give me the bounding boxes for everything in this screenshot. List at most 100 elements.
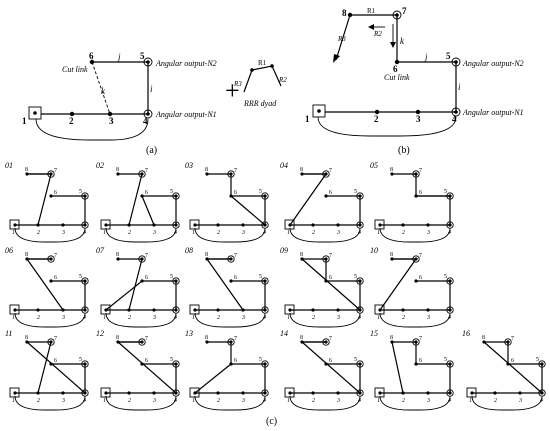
node-1-dot — [104, 223, 108, 227]
node-7-ring — [322, 170, 330, 178]
node-8-label: 8 — [25, 167, 28, 173]
cut-link-label: Cut link — [62, 65, 88, 74]
dyad-link-b — [26, 341, 86, 394]
node-1-label: 1 — [103, 315, 106, 321]
node-2-label: 2 — [494, 398, 497, 404]
node-5-ring — [356, 360, 364, 368]
variant-id-label: 06 — [5, 246, 13, 255]
node-3-label: 3 — [336, 230, 340, 236]
node-1-label: 1 — [287, 315, 290, 321]
output-n2b-label: Angular output-N2 — [462, 59, 524, 68]
node-6-dot — [140, 194, 144, 198]
node-7-label: 7 — [419, 336, 422, 342]
node-1-dot — [33, 111, 37, 115]
r2-arrow-head-icon — [368, 24, 374, 30]
node-2-dot — [127, 391, 131, 395]
node-4-label: 4 — [263, 229, 266, 236]
node-4-ring — [81, 221, 89, 229]
node-7-ring — [47, 255, 55, 263]
node-1-label: 1 — [287, 398, 290, 404]
node-8-label: 8 — [300, 252, 303, 258]
ground-square-icon — [466, 387, 477, 398]
node-4-dot — [146, 112, 150, 116]
node-5-dot — [174, 362, 178, 366]
node-2-dot — [493, 391, 497, 395]
node-6-dot — [229, 279, 233, 283]
node-6-label: 6 — [234, 190, 237, 196]
node-4-label: 4 — [263, 397, 266, 404]
node-3-dot — [426, 223, 430, 227]
node-5-ring — [538, 360, 546, 368]
node-4-ring — [538, 389, 546, 397]
node-6-label: 6 — [54, 275, 57, 281]
node-1-dot — [378, 391, 382, 395]
r3-arrow-head-icon — [333, 54, 340, 63]
node-2-label: 2 — [402, 315, 405, 321]
ground-square-icon — [284, 387, 295, 398]
node-4-ring — [446, 306, 454, 314]
node-3-dot — [107, 111, 113, 117]
node-1-label: 1 — [12, 315, 15, 321]
node-6-dot — [506, 362, 510, 366]
node-4-dot — [174, 223, 178, 227]
panel-b: 1 2 3 4 5 6 7 8 R1 R2 R3 k j i Cut link … — [305, 6, 524, 156]
node-6-label: 6 — [89, 51, 94, 61]
node-5b-label: 5 — [446, 51, 451, 61]
node-7-ring — [412, 255, 420, 263]
node-8-label: 8 — [300, 335, 303, 341]
variant-id-label: 01 — [5, 161, 13, 170]
dyad-r2-label: R2 — [278, 76, 287, 84]
node-8-label: 8 — [300, 167, 303, 173]
node-1b-dot — [317, 109, 321, 113]
node-3-label: 3 — [336, 315, 340, 321]
node-5-label: 5 — [79, 274, 82, 280]
node-1-dot — [470, 391, 474, 395]
node-5-dot — [263, 362, 267, 366]
dyad-r3-label: R3 — [233, 80, 242, 88]
node-5-dot — [174, 279, 178, 283]
node-4-ring — [81, 389, 89, 397]
node-3-dot — [61, 391, 65, 395]
ground-square-icon — [9, 219, 20, 230]
node-4b-ring — [451, 107, 461, 117]
node-2-dot — [69, 111, 75, 117]
node-7-ring — [504, 338, 512, 346]
node-5-dot — [83, 362, 87, 366]
ground-square-icon — [100, 304, 111, 315]
node-8-dot — [205, 340, 209, 344]
node-3-label: 3 — [518, 398, 522, 404]
node-7-ring — [47, 338, 55, 346]
ground-square-icon — [374, 304, 385, 315]
node-4-ring — [261, 389, 269, 397]
node-8-dot — [300, 172, 304, 176]
node-7-dot — [49, 340, 53, 344]
node-7-ring — [227, 338, 235, 346]
node-4-dot — [358, 308, 362, 312]
node-6-label: 6 — [54, 358, 57, 364]
node-1-label: 1 — [469, 398, 472, 404]
node-5-label: 5 — [79, 357, 82, 363]
node-5-dot — [448, 279, 452, 283]
node-1-dot — [288, 223, 292, 227]
node-2-label: 2 — [402, 398, 405, 404]
node-4-dot — [448, 308, 452, 312]
node-5-label: 5 — [170, 189, 173, 195]
node-7-label: 7 — [54, 253, 57, 259]
node-5-label: 5 — [170, 357, 173, 363]
node-7-dot — [229, 257, 233, 261]
node-8-label: 8 — [116, 252, 119, 258]
node-7b-ring — [392, 10, 402, 20]
dyad-link-b — [206, 258, 244, 311]
node-5-dot — [263, 279, 267, 283]
node-4-dot — [448, 391, 452, 395]
node-3-label: 3 — [152, 398, 156, 404]
node-3-label: 3 — [61, 315, 65, 321]
node-3-label: 3 — [426, 230, 430, 236]
output-n1-label: Angular output-N1 — [155, 110, 217, 119]
